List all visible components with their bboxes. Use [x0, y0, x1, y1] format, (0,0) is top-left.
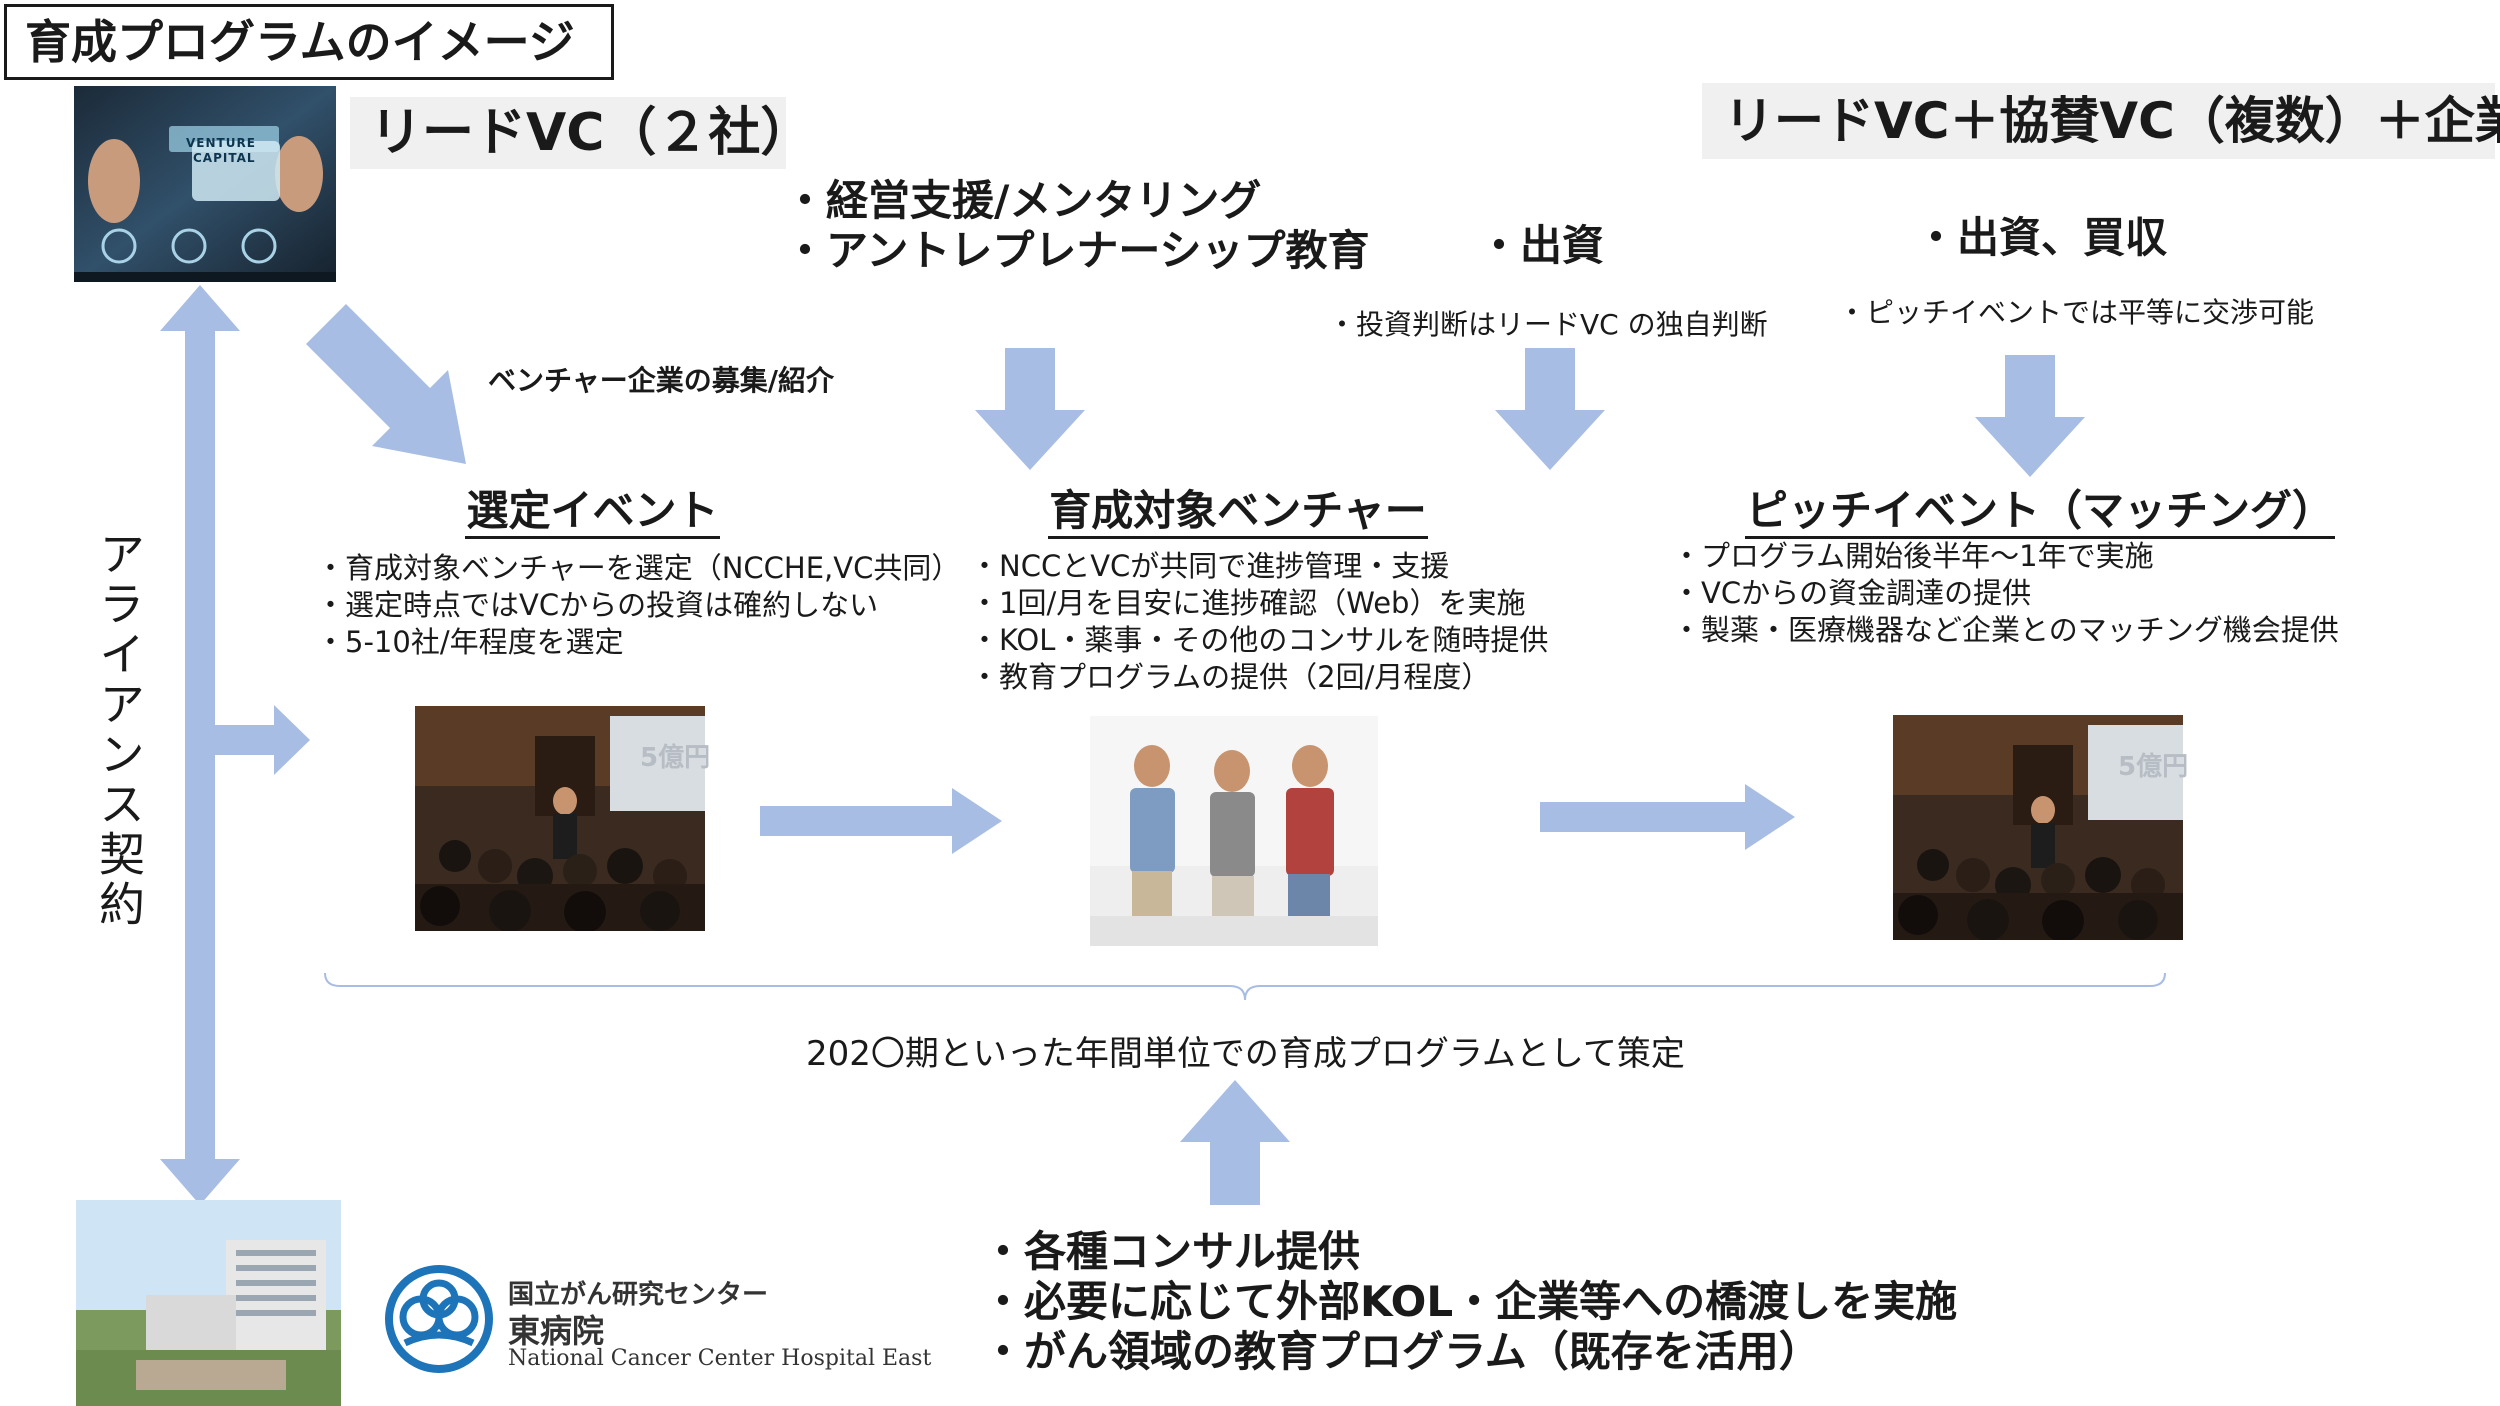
slide-text: 5億円: [2118, 752, 2189, 782]
page-title: 育成プログラムのイメージ: [4, 4, 614, 80]
ncc-logo-icon: [385, 1265, 493, 1373]
program-note: 202〇期といった年間単位での育成プログラムとして策定: [806, 1034, 1685, 1074]
combo-vc-label: リードVC＋協賛VC（複数）＋企業: [1702, 83, 2500, 159]
stage-bullets: ・育成対象ベンチャーを選定（NCCHE,VC共同） ・選定時点ではVCからの投資…: [316, 550, 960, 661]
ncc-support-list: ・各種コンサル提供 ・必要に応じて外部KOL・企業等への橋渡しを実施 ・がん領域…: [982, 1227, 1957, 1377]
venture-capital-photo: [74, 86, 336, 282]
acquisition-label: ・出資、買収: [1915, 213, 2168, 262]
pitch-event-photo: [1893, 715, 2183, 940]
list-item: ・5-10社/年程度を選定: [316, 625, 624, 659]
logo-text-line3: National Cancer Center Hospital East: [508, 1346, 932, 1371]
investment-label: ・出資: [1478, 221, 1605, 270]
list-item: ・製薬・医療機器など企業とのマッチング機会提供: [1672, 613, 2339, 647]
lead-vc-label: リードVC（２社）: [350, 97, 812, 169]
acquisition-note: ・ピッチイベントでは平等に交渉可能: [1838, 296, 2315, 329]
lead-vc-role-2: ・アントレプレナーシップ教育: [784, 226, 1370, 275]
list-item: ・1回/月を目安に進捗確認（Web）を実施: [970, 586, 1526, 620]
investment-note: ・投資判断はリードVC の独自判断: [1328, 308, 1768, 341]
right-arrow-icon: [212, 705, 310, 775]
list-item: ・NCCとVCが共同で進捗管理・支援: [970, 549, 1450, 583]
right-arrow-icon: [1540, 784, 1795, 850]
list-item: ・選定時点ではVCからの投資は確約しない: [316, 588, 879, 622]
slide-text: 5億円: [640, 743, 711, 773]
stage-title: ピッチイベント（マッチング）: [1745, 486, 2335, 539]
down-arrow-icon: [1975, 355, 2085, 477]
stage-bullets: ・プログラム開始後半年〜1年で実施 ・VCからの資金調達の提供 ・製薬・医療機器…: [1672, 538, 2339, 649]
alliance-label: アライアンス契約: [92, 530, 146, 930]
lead-vc-role-1: ・経営支援/メンタリング: [784, 176, 1262, 225]
stage-bullets: ・NCCとVCが共同で進捗管理・支援 ・1回/月を目安に進捗確認（Web）を実施…: [970, 548, 1548, 696]
list-item: ・VCからの資金調達の提供: [1672, 576, 2032, 610]
list-item: ・必要に応じて外部KOL・企業等への橋渡しを実施: [982, 1277, 1958, 1326]
logo-text-line1: 国立がん研究センター: [508, 1280, 769, 1310]
vertical-double-arrow-icon: [160, 285, 240, 1205]
down-arrow-icon: [975, 348, 1085, 470]
venture-capital-label-2: CAPITAL: [193, 151, 256, 165]
stage-title: 選定イベント: [465, 486, 720, 539]
stage-title: 育成対象ベンチャー: [1048, 486, 1428, 539]
list-item: ・教育プログラムの提供（2回/月程度）: [970, 660, 1491, 694]
program-brace: [320, 968, 2170, 1012]
recruit-label: ベンチャー企業の募集/紹介: [488, 364, 834, 397]
list-item: ・プログラム開始後半年〜1年で実施: [1672, 539, 2154, 573]
list-item: ・各種コンサル提供: [982, 1227, 1361, 1276]
hospital-photo: [76, 1200, 341, 1406]
logo-text-line2: 東病院: [508, 1312, 605, 1350]
venture-team-photo: [1090, 716, 1378, 946]
venture-capital-label-1: VENTURE: [186, 136, 256, 150]
list-item: ・育成対象ベンチャーを選定（NCCHE,VC共同）: [316, 551, 961, 585]
right-arrow-icon: [760, 788, 1002, 854]
up-arrow-icon: [1180, 1080, 1290, 1205]
list-item: ・がん領域の教育プログラム（既存を活用）: [982, 1327, 1821, 1376]
selection-event-photo: [415, 706, 705, 931]
list-item: ・KOL・薬事・その他のコンサルを随時提供: [970, 623, 1549, 657]
down-arrow-icon: [1495, 348, 1605, 470]
